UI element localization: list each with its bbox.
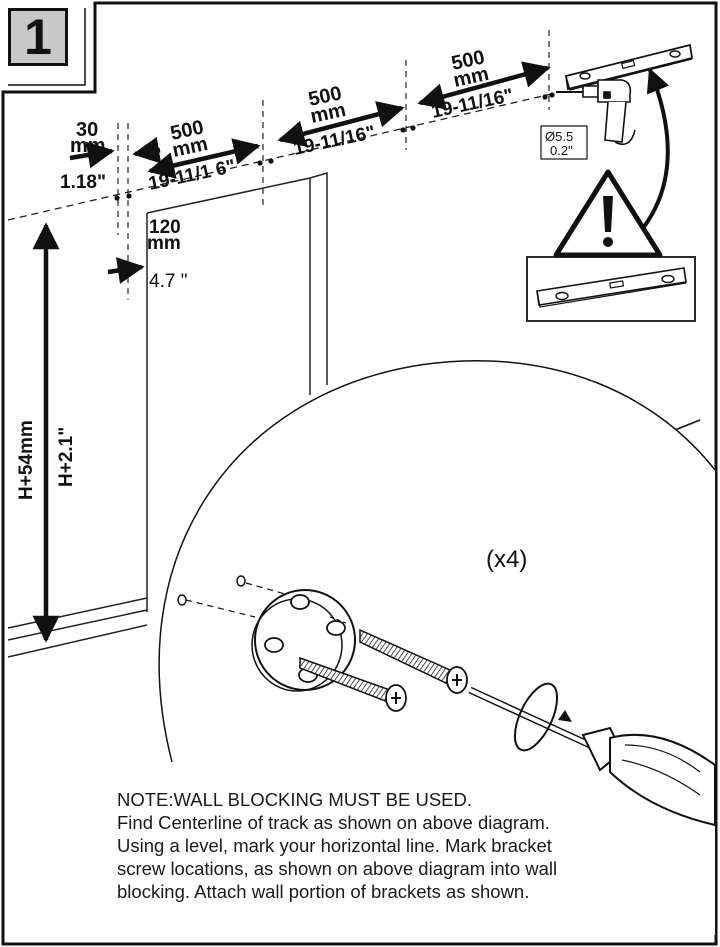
drill-diameter-in: 0.2" [550,143,573,158]
door-panel [7,171,328,658]
note-line-1: NOTE:WALL BLOCKING MUST BE USED. [117,789,472,810]
curved-arrow [638,67,670,234]
note-text: NOTE:WALL BLOCKING MUST BE USED. Find Ce… [117,788,637,903]
detail-circle-outline [158,360,716,763]
level-detail-box [526,256,696,322]
offset-mm-value: 30 [76,119,98,141]
drill-spec-box: Ø5.5 0.2" [540,125,588,160]
detail-circle [159,360,715,936]
screwdriver-icon [468,682,716,827]
note-line-5: blocking. Attach wall portion of bracket… [117,881,530,902]
quantity-label: (x4) [486,546,527,573]
bracket-assembly [177,575,468,712]
drill-diameter-mm: Ø5.5 [545,129,573,144]
drill-icon [556,79,636,146]
offset-in: 1.18" [60,172,106,193]
offset-mm-unit: mm [70,135,106,157]
door-offset-unit: mm [147,233,181,254]
dimension-arrows [32,61,551,643]
frame-inner [8,8,86,86]
note-line-2: Find Centerline of track as shown on abo… [117,812,550,833]
height-in: H+2.1" [56,427,77,487]
note-line-4: screw locations, as shown on above diagr… [117,858,558,879]
note-line-3: Using a level, mark your horizontal line… [117,835,552,856]
height-mm: H+54mm [16,420,37,500]
warning-icon [553,169,663,258]
door-offset-in: 4.7 " [149,271,187,292]
door-offset-mm: 120 [149,217,181,238]
step-number: 1 [8,8,68,66]
centerline [7,91,561,221]
